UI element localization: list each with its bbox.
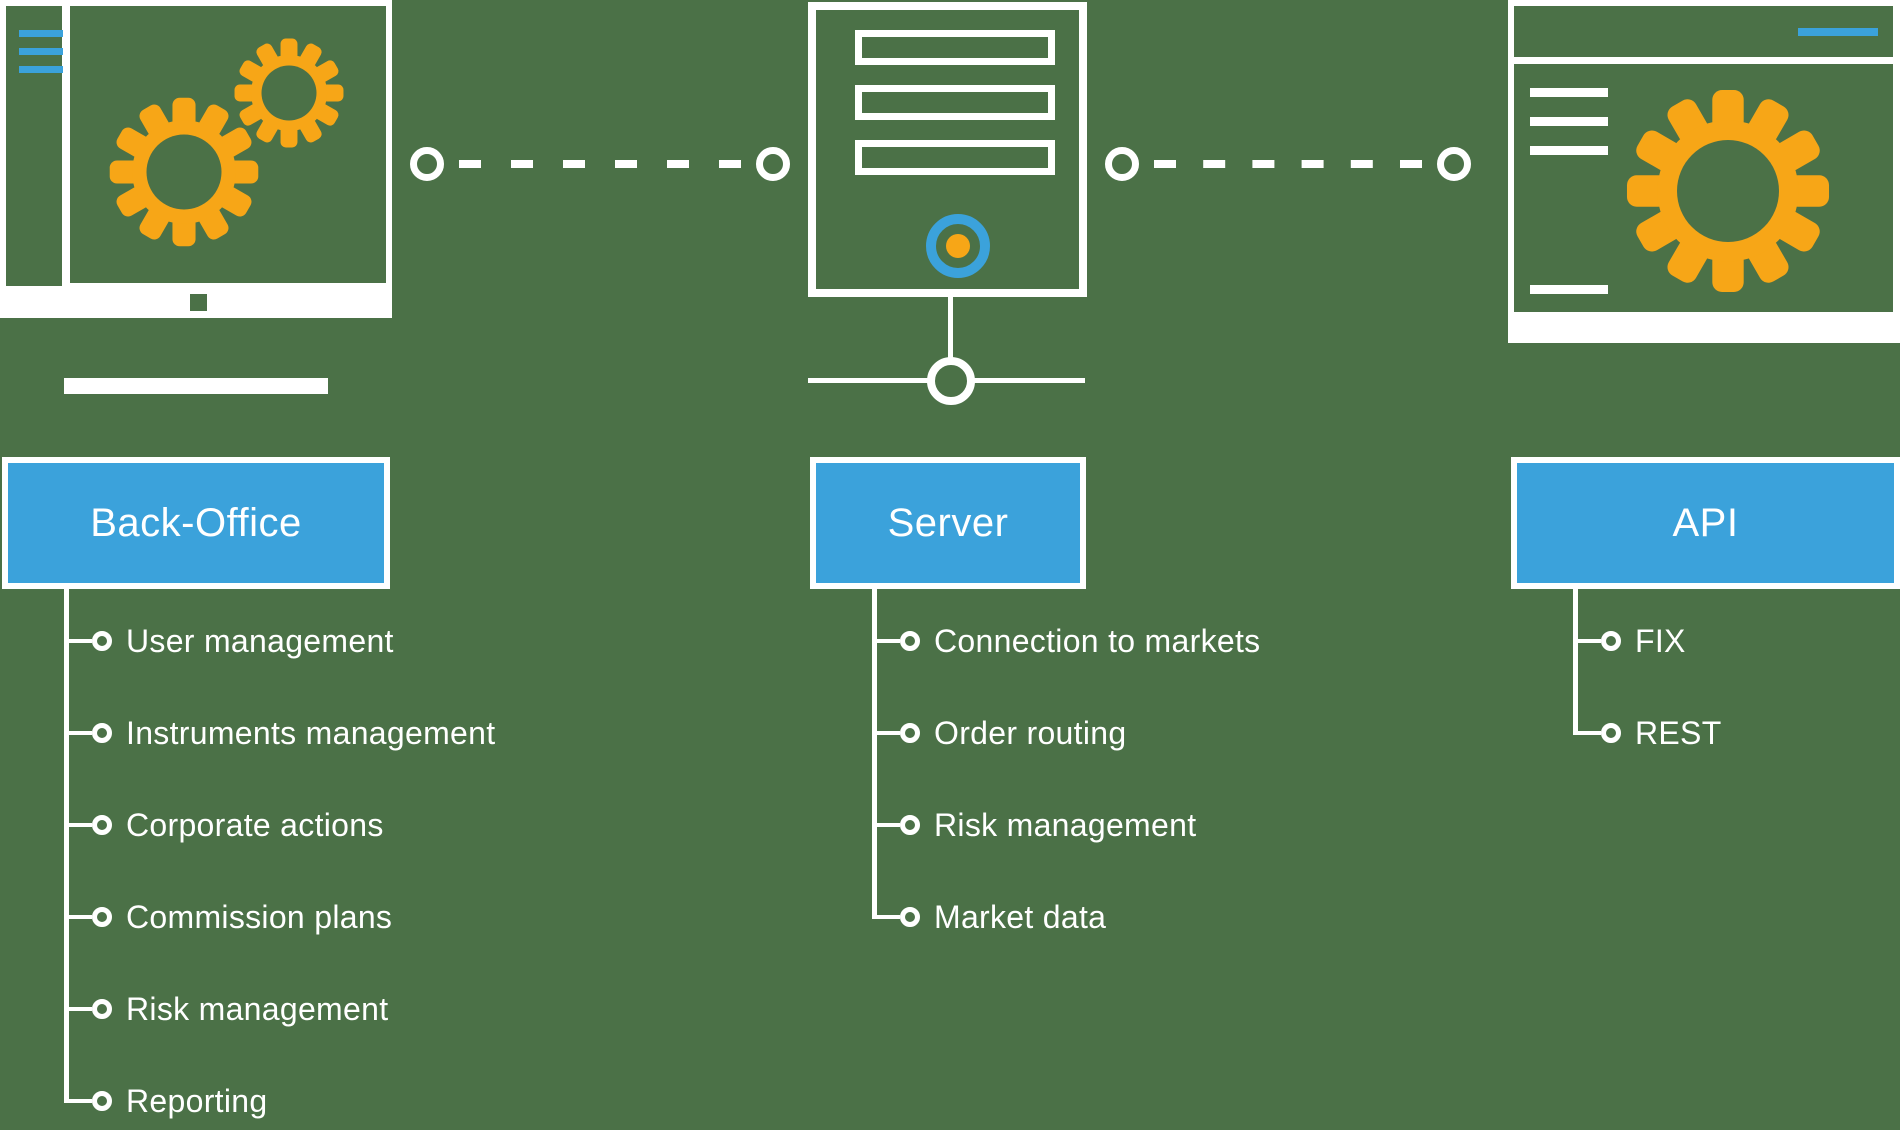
text-line-icon bbox=[1530, 146, 1608, 155]
connector-node-icon bbox=[410, 147, 444, 181]
connector-node-icon bbox=[1105, 147, 1139, 181]
tree-branch-line bbox=[66, 731, 92, 735]
tree-item-market-data: Market data bbox=[810, 897, 1430, 937]
browser-content bbox=[1514, 64, 1893, 312]
text-line-icon bbox=[1530, 285, 1608, 294]
network-stem-line bbox=[948, 297, 953, 358]
tree-item-instruments-management: Instruments management bbox=[2, 713, 622, 753]
tree-item-label: Risk management bbox=[934, 807, 1197, 843]
dashed-link-right-icon bbox=[1105, 147, 1471, 181]
tree-node-icon bbox=[900, 723, 920, 743]
network-node-icon bbox=[927, 357, 975, 405]
monitor-stand-notch bbox=[190, 294, 207, 311]
tree-item-label: Risk management bbox=[126, 991, 389, 1027]
server-tower-icon bbox=[808, 2, 1087, 297]
monitor-stand-base bbox=[64, 378, 328, 394]
tree-node-icon bbox=[92, 1091, 112, 1111]
connector-node-icon bbox=[1437, 147, 1471, 181]
tree-node-icon bbox=[92, 815, 112, 835]
hamburger-menu-icon bbox=[19, 66, 63, 73]
tree-item-corporate-actions: Corporate actions bbox=[2, 805, 622, 845]
server-slot bbox=[855, 85, 1055, 120]
api-label-box: API bbox=[1511, 457, 1900, 589]
tree-item-label: Commission plans bbox=[126, 899, 393, 935]
tree-item-reporting: Reporting bbox=[2, 1081, 622, 1121]
back-office-label: Back-Office bbox=[90, 500, 302, 545]
tree-node-icon bbox=[1601, 631, 1621, 651]
hamburger-menu-icon bbox=[19, 48, 63, 55]
tree-branch-line bbox=[66, 1099, 92, 1103]
gear-small-icon bbox=[234, 38, 344, 148]
tree-item-label: Market data bbox=[934, 899, 1107, 935]
tree-item-label: Order routing bbox=[934, 715, 1127, 751]
tree-item-order-routing: Order routing bbox=[810, 713, 1430, 753]
tree-item-label: Instruments management bbox=[126, 715, 496, 751]
text-line-icon bbox=[1530, 117, 1608, 126]
tree-item-label: FIX bbox=[1635, 623, 1686, 659]
tree-branch-line bbox=[874, 639, 900, 643]
tree-node-icon bbox=[900, 907, 920, 927]
tree-item-connection-to-markets: Connection to markets bbox=[810, 621, 1430, 661]
api-label: API bbox=[1672, 500, 1739, 545]
server-slot bbox=[855, 140, 1055, 175]
gear-icon bbox=[1626, 89, 1830, 293]
tree-item-user-management: User management bbox=[2, 621, 622, 661]
tree-node-icon bbox=[900, 631, 920, 651]
tree-item-label: Reporting bbox=[126, 1083, 268, 1119]
tree-branch-line bbox=[66, 915, 92, 919]
server-label-box: Server bbox=[810, 457, 1086, 589]
connector-node-icon bbox=[756, 147, 790, 181]
tree-trunk-line bbox=[64, 589, 69, 1103]
tree-branch-line bbox=[66, 639, 92, 643]
tree-item-label: REST bbox=[1635, 715, 1722, 751]
text-line-icon bbox=[1530, 88, 1608, 97]
status-indicator-icon bbox=[926, 214, 990, 278]
tree-item-label: Corporate actions bbox=[126, 807, 384, 843]
tree-item-risk-management: Risk management bbox=[810, 805, 1430, 845]
tree-branch-line bbox=[1575, 731, 1601, 735]
back-office-label-box: Back-Office bbox=[2, 457, 390, 589]
tree-branch-line bbox=[874, 915, 900, 919]
tree-branch-line bbox=[1575, 639, 1601, 643]
tree-branch-line bbox=[66, 823, 92, 827]
tree-trunk-line bbox=[872, 589, 877, 919]
tree-branch-line bbox=[874, 731, 900, 735]
tree-node-icon bbox=[92, 723, 112, 743]
tree-item-label: User management bbox=[126, 623, 394, 659]
tree-branch-line bbox=[66, 1007, 92, 1011]
tree-node-icon bbox=[92, 999, 112, 1019]
monitor-sidebar bbox=[6, 6, 63, 286]
tree-item-fix: FIX bbox=[1511, 621, 1900, 661]
tree-item-rest: REST bbox=[1511, 713, 1900, 753]
dashed-link-left-icon bbox=[410, 147, 790, 181]
monitor-with-gears-icon bbox=[0, 0, 392, 318]
server-slot bbox=[855, 30, 1055, 65]
titlebar-dash-icon bbox=[1798, 28, 1878, 36]
tree-trunk-line bbox=[1573, 589, 1578, 735]
tree-item-risk-management: Risk management bbox=[2, 989, 622, 1029]
tree-item-commission-plans: Commission plans bbox=[2, 897, 622, 937]
tree-node-icon bbox=[92, 631, 112, 651]
indicator-dot bbox=[946, 234, 970, 258]
browser-titlebar bbox=[1514, 6, 1893, 57]
monitor-screen bbox=[70, 6, 386, 283]
tree-node-icon bbox=[92, 907, 112, 927]
tree-node-icon bbox=[900, 815, 920, 835]
tree-item-label: Connection to markets bbox=[934, 623, 1261, 659]
hamburger-menu-icon bbox=[19, 30, 63, 37]
browser-window-gear-icon bbox=[1508, 0, 1900, 343]
server-label: Server bbox=[887, 500, 1009, 545]
tree-node-icon bbox=[1601, 723, 1621, 743]
gear-large-icon bbox=[109, 97, 259, 247]
tree-branch-line bbox=[874, 823, 900, 827]
